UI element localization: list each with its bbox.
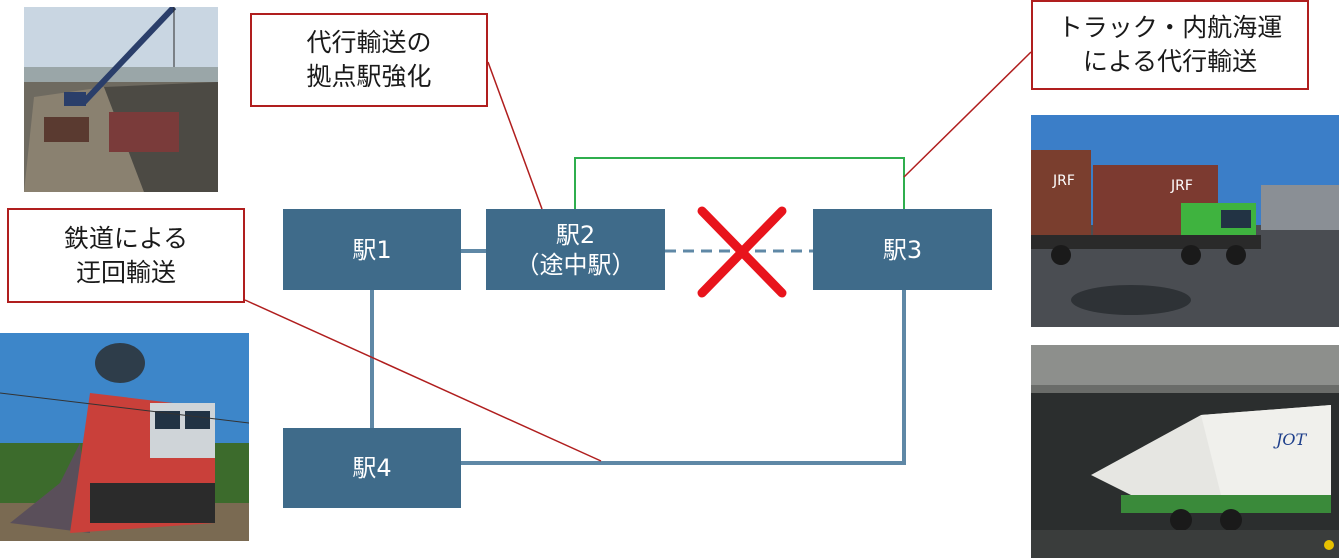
ferry-trailer-photo: JOT (1031, 345, 1339, 558)
rail-callout-line2: 迂回輸送 (75, 257, 176, 287)
container-truck-photo: JRF JRF (1031, 115, 1339, 327)
rail-detour-callout: 鉄道による 迂回輸送 (7, 208, 245, 303)
rail-callout-line1: 鉄道による (63, 223, 189, 253)
truck-sea-callout: トラック・内航海運 による代行輸送 (1031, 0, 1309, 90)
station-1: 駅1 (283, 209, 461, 290)
freight-train-photo (0, 333, 249, 541)
ferry-photo-mark: JOT (1273, 430, 1308, 449)
station-2: 駅2 （途中駅） (486, 209, 665, 290)
station-2-sublabel: （途中駅） (515, 250, 636, 279)
rail-detour-s4-s3 (461, 290, 906, 465)
ship-loading-photo (24, 7, 218, 192)
station-3: 駅3 (813, 209, 992, 290)
substitute-route-line (574, 157, 905, 209)
truck-callout-line2: による代行輸送 (1082, 47, 1258, 76)
hub-callout-leader (487, 61, 543, 210)
truck-photo-mark-2: JRF (1170, 178, 1193, 194)
red-x-icon (697, 206, 787, 298)
truck-callout-line1: トラック・内航海運 (1057, 13, 1283, 42)
station-3-label: 駅3 (882, 235, 923, 264)
station-4: 駅4 (283, 428, 461, 508)
hub-station-callout: 代行輸送の 拠点駅強化 (250, 13, 488, 107)
station-1-label: 駅1 (352, 235, 392, 264)
station-4-label: 駅4 (352, 454, 392, 482)
hub-callout-line1: 代行輸送の (306, 28, 432, 57)
truck-photo-mark-1: JRF (1052, 173, 1075, 189)
hub-callout-line2: 拠点駅強化 (306, 62, 432, 91)
station-2-label: 駅2 (555, 220, 596, 249)
truck-callout-leader (903, 51, 1032, 178)
rail-callout-leader (244, 299, 602, 462)
